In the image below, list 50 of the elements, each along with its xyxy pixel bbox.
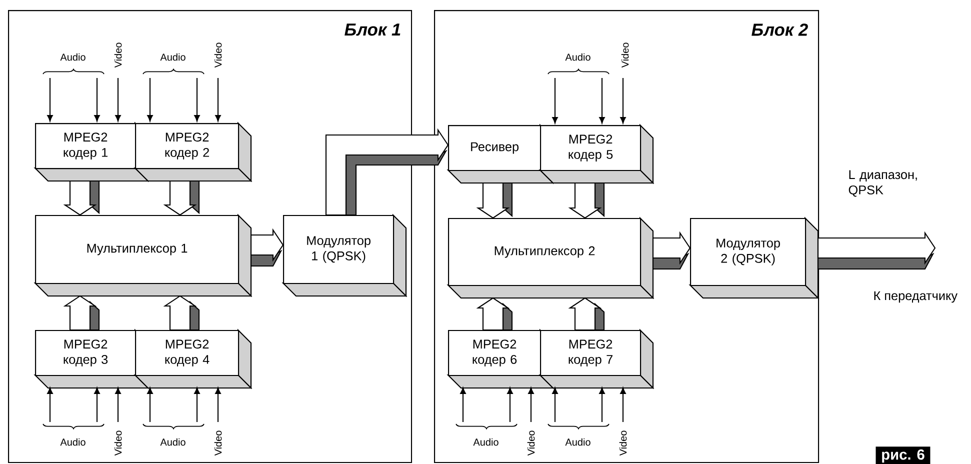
arrow xyxy=(94,78,100,122)
signal-label: Audio xyxy=(565,53,590,61)
signal-label: Audio xyxy=(160,438,186,446)
figure-label: рис. 6 xyxy=(876,446,930,464)
arrow xyxy=(620,78,626,124)
signal-label: Audio xyxy=(473,438,498,446)
signal-label: Video xyxy=(621,42,629,68)
signal-label: Video xyxy=(214,430,222,456)
arrow xyxy=(194,387,200,422)
block-arrow xyxy=(63,180,97,216)
block-arrow xyxy=(817,231,936,265)
arrow xyxy=(528,387,534,422)
block-arrow xyxy=(568,297,602,331)
block-arrow xyxy=(476,182,510,219)
signal-label: Audio xyxy=(160,53,186,61)
arrow xyxy=(507,387,513,422)
arrow xyxy=(599,78,605,124)
block-arrow xyxy=(163,180,197,216)
output-label: К передатчику xyxy=(874,291,958,303)
arrow xyxy=(552,387,558,422)
arrow xyxy=(215,387,221,422)
arrow xyxy=(620,387,626,422)
signal-label: Video xyxy=(114,42,122,68)
arrow xyxy=(552,78,558,124)
arrow xyxy=(47,78,53,122)
arrow xyxy=(115,78,121,122)
arrow xyxy=(47,387,53,422)
arrow xyxy=(115,387,121,422)
arrow xyxy=(215,78,221,122)
signal-label: Audio xyxy=(60,53,86,61)
block-arrow xyxy=(63,295,97,331)
block-arrow xyxy=(325,128,449,216)
block-arrow xyxy=(652,231,691,265)
block-arrow xyxy=(568,182,602,219)
signal-label: Video xyxy=(619,430,627,456)
signal-label: Video xyxy=(214,42,222,68)
signal-label: Video xyxy=(527,430,535,456)
arrow xyxy=(460,387,466,422)
signal-label: Audio xyxy=(60,438,86,446)
arrow xyxy=(194,78,200,122)
signal-label: Audio xyxy=(565,438,590,446)
signal-label: Video xyxy=(114,430,122,456)
block-arrow xyxy=(163,295,197,331)
arrow xyxy=(147,78,153,122)
arrow xyxy=(94,387,100,422)
block-arrow xyxy=(476,297,510,331)
block-arrow xyxy=(250,228,284,262)
arrow xyxy=(147,387,153,422)
output-label: L диапазон, QPSK xyxy=(848,170,917,197)
arrow xyxy=(599,387,605,422)
